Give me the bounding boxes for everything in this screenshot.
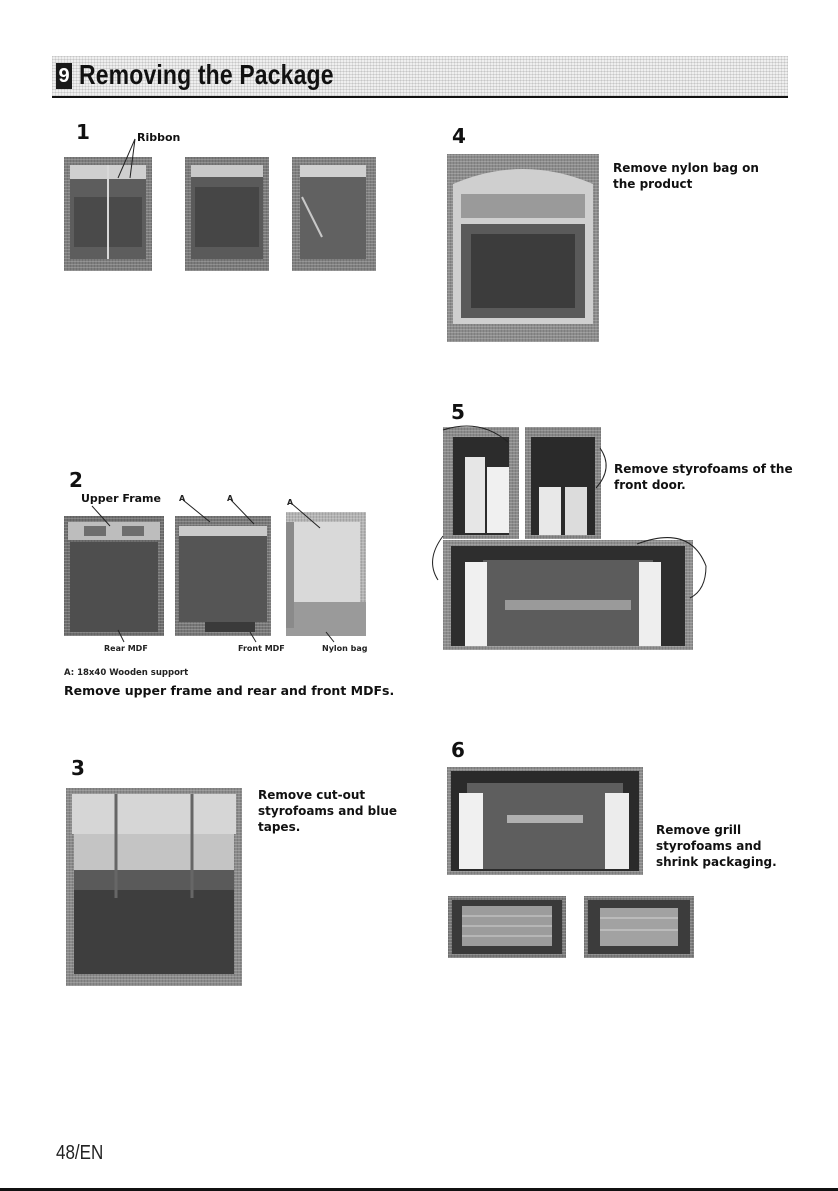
step-5-photo-door <box>443 540 693 650</box>
support-a-callout-2: A <box>227 494 234 503</box>
step-6-instruction-line-3: shrink packaging. <box>656 855 777 869</box>
step-1-number: 1 <box>76 120 90 144</box>
step-4-number: 4 <box>452 124 466 148</box>
step-5-number: 5 <box>451 400 465 424</box>
step-5-instruction-line-1: Remove styrofoams of the <box>614 462 793 476</box>
step-1-photo-front <box>64 157 152 271</box>
styrofoam-circle-2 <box>432 535 444 581</box>
step-6-instruction-line-2: styrofoams and <box>656 839 762 853</box>
section-header-band <box>52 56 788 96</box>
rear-mdf-callout: Rear MDF <box>104 644 148 653</box>
step-6-instruction-line-1: Remove grill <box>656 823 742 837</box>
section-number-badge: 9 <box>56 63 72 89</box>
step-5-photo-right <box>525 427 601 539</box>
step-4-instruction-line-2: the product <box>613 177 693 191</box>
step-3-photo <box>66 788 242 986</box>
support-a-callout-3: A <box>287 498 294 507</box>
step-5-instruction: Remove styrofoams of the front door. <box>614 461 793 493</box>
step-6-photo-grill <box>447 767 643 875</box>
wooden-support-note: A: 18x40 Wooden support <box>64 668 189 678</box>
front-mdf-callout: Front MDF <box>238 644 285 653</box>
step-4-instruction: Remove nylon bag on the product <box>613 160 759 192</box>
step-5-photo-left <box>443 427 519 539</box>
step-4-instruction-line-1: Remove nylon bag on <box>613 161 759 175</box>
step-3-number: 3 <box>71 756 85 780</box>
step-3-instruction-line-3: tapes. <box>258 820 301 834</box>
step-6-number: 6 <box>451 738 465 762</box>
nylon-bag-callout: Nylon bag <box>322 644 368 653</box>
step-6-photo-shrink-left <box>448 896 566 958</box>
header-rule <box>52 96 788 98</box>
bottom-rule <box>0 1188 838 1191</box>
step-3-instruction: Remove cut-out styrofoams and blue tapes… <box>258 787 397 835</box>
step-2-instruction: Remove upper frame and rear and front MD… <box>64 683 395 698</box>
ribbon-callout: Ribbon <box>137 131 181 144</box>
step-1-photo-side <box>292 157 376 271</box>
step-3-instruction-line-2: styrofoams and blue <box>258 804 398 818</box>
step-1-photo-back <box>185 157 269 271</box>
page-number: 48/EN <box>56 1142 104 1164</box>
step-2-photo-rear-mdf <box>175 516 271 636</box>
step-2-photo-upper-frame <box>64 516 164 636</box>
step-5-instruction-line-2: front door. <box>614 478 686 492</box>
support-a-callout-1: A <box>179 494 186 503</box>
upper-frame-callout: Upper Frame <box>81 492 161 505</box>
step-2-number: 2 <box>69 468 83 492</box>
step-2-photo-nylon-bag <box>286 512 366 636</box>
section-title: Removing the Package <box>79 59 334 90</box>
step-6-instruction: Remove grill styrofoams and shrink packa… <box>656 822 777 870</box>
step-6-photo-shrink-right <box>584 896 694 958</box>
step-4-photo <box>447 154 599 342</box>
step-3-instruction-line-1: Remove cut-out <box>258 788 366 802</box>
